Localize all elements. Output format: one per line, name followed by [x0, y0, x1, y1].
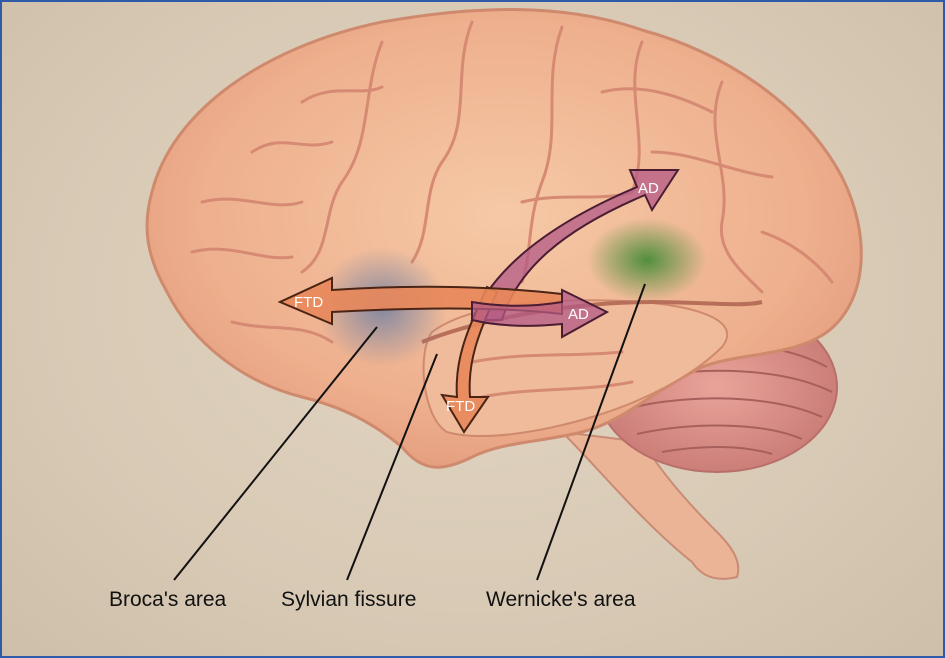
arrow-label-ad-up: AD — [638, 180, 659, 197]
arrow-label-ftd-down: FTD — [446, 398, 475, 415]
arrow-label-ftd-left: FTD — [294, 294, 323, 311]
label-broca: Broca's area — [109, 588, 226, 612]
wernicke-region — [587, 218, 707, 302]
label-wernicke: Wernicke's area — [486, 588, 636, 612]
arrow-label-ad-right: AD — [568, 306, 589, 323]
label-sylvian: Sylvian fissure — [281, 588, 416, 612]
